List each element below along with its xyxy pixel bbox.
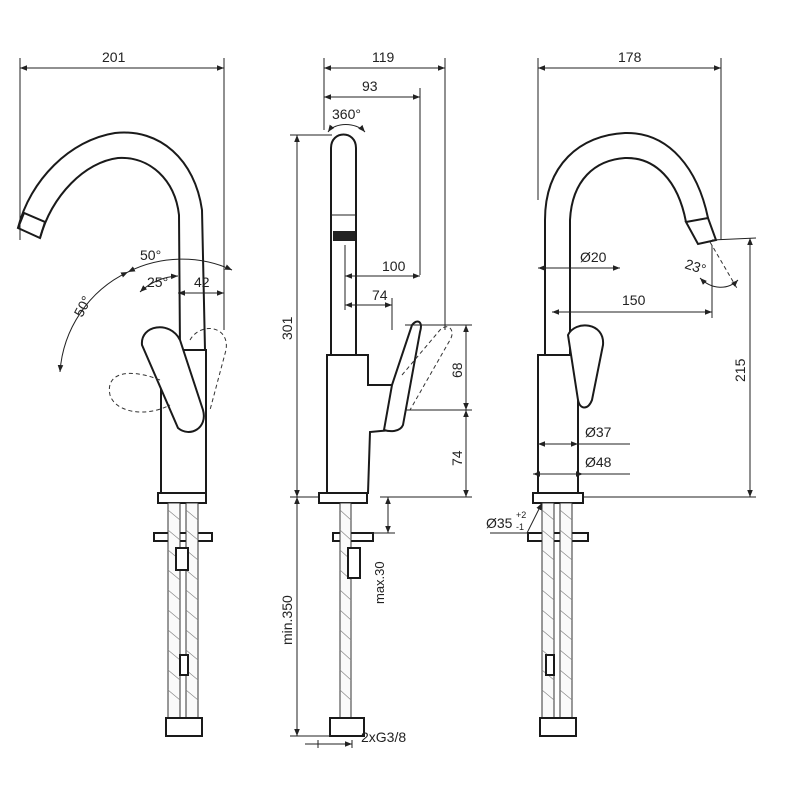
side-body xyxy=(326,354,393,494)
side-connection-label: 2xG3/8 xyxy=(361,729,406,745)
side-reach-label: 93 xyxy=(362,78,378,94)
side-height-label: 301 xyxy=(279,316,295,340)
rear-outlet-height: 215 xyxy=(732,358,748,382)
rear-width-label: 178 xyxy=(618,49,642,65)
rear-outlet-reach: 150 xyxy=(622,292,646,308)
side-hose-min: min.350 xyxy=(279,595,295,645)
rear-hole-diameter: Ø35 xyxy=(486,515,513,531)
rear-spout xyxy=(544,131,709,355)
rear-spout-diameter: Ø20 xyxy=(580,249,607,265)
rear-base-diameter: Ø48 xyxy=(585,454,612,470)
rear-view: 178 Ø20 23° 150 215 Ø37 Ø48 xyxy=(486,49,757,737)
front-width-label: 201 xyxy=(102,49,126,65)
side-aerator xyxy=(333,231,355,241)
rear-spout-angle: 23° xyxy=(683,256,708,278)
side-view: 119 93 360° 100 74 68 74 301 xyxy=(279,49,472,748)
front-lever-ghost-left xyxy=(108,372,171,413)
rear-hole-tol-lower: -1 xyxy=(516,522,524,532)
side-rotation-label: 360° xyxy=(332,106,361,122)
front-angle-left: 50° xyxy=(71,293,95,319)
side-width-label: 119 xyxy=(372,49,395,65)
rear-lever xyxy=(566,324,605,409)
rear-hole-tol-upper: +2 xyxy=(516,510,526,520)
rear-body-diameter: Ø37 xyxy=(585,424,612,440)
rear-body xyxy=(537,354,579,494)
side-lever-height: 68 xyxy=(449,362,465,378)
side-reach-100: 100 xyxy=(382,258,406,274)
front-spout xyxy=(17,131,206,351)
front-lever-ghost-right xyxy=(189,328,227,411)
front-angle-top: 50° xyxy=(140,247,161,263)
front-lever-offset: 42 xyxy=(194,274,210,290)
side-lever xyxy=(382,320,422,433)
front-spout-tip xyxy=(16,211,47,240)
side-spout xyxy=(330,133,357,355)
front-angle-inner: 25° xyxy=(147,274,168,290)
front-view: 201 50° 50° 25° 42 xyxy=(16,49,233,737)
side-reach-74: 74 xyxy=(372,287,388,303)
rear-spout-tip xyxy=(684,216,718,246)
side-install-max: max.30 xyxy=(372,561,387,604)
side-body-height: 74 xyxy=(449,450,465,466)
front-lever xyxy=(140,326,205,433)
side-lever-ghost xyxy=(401,326,453,411)
